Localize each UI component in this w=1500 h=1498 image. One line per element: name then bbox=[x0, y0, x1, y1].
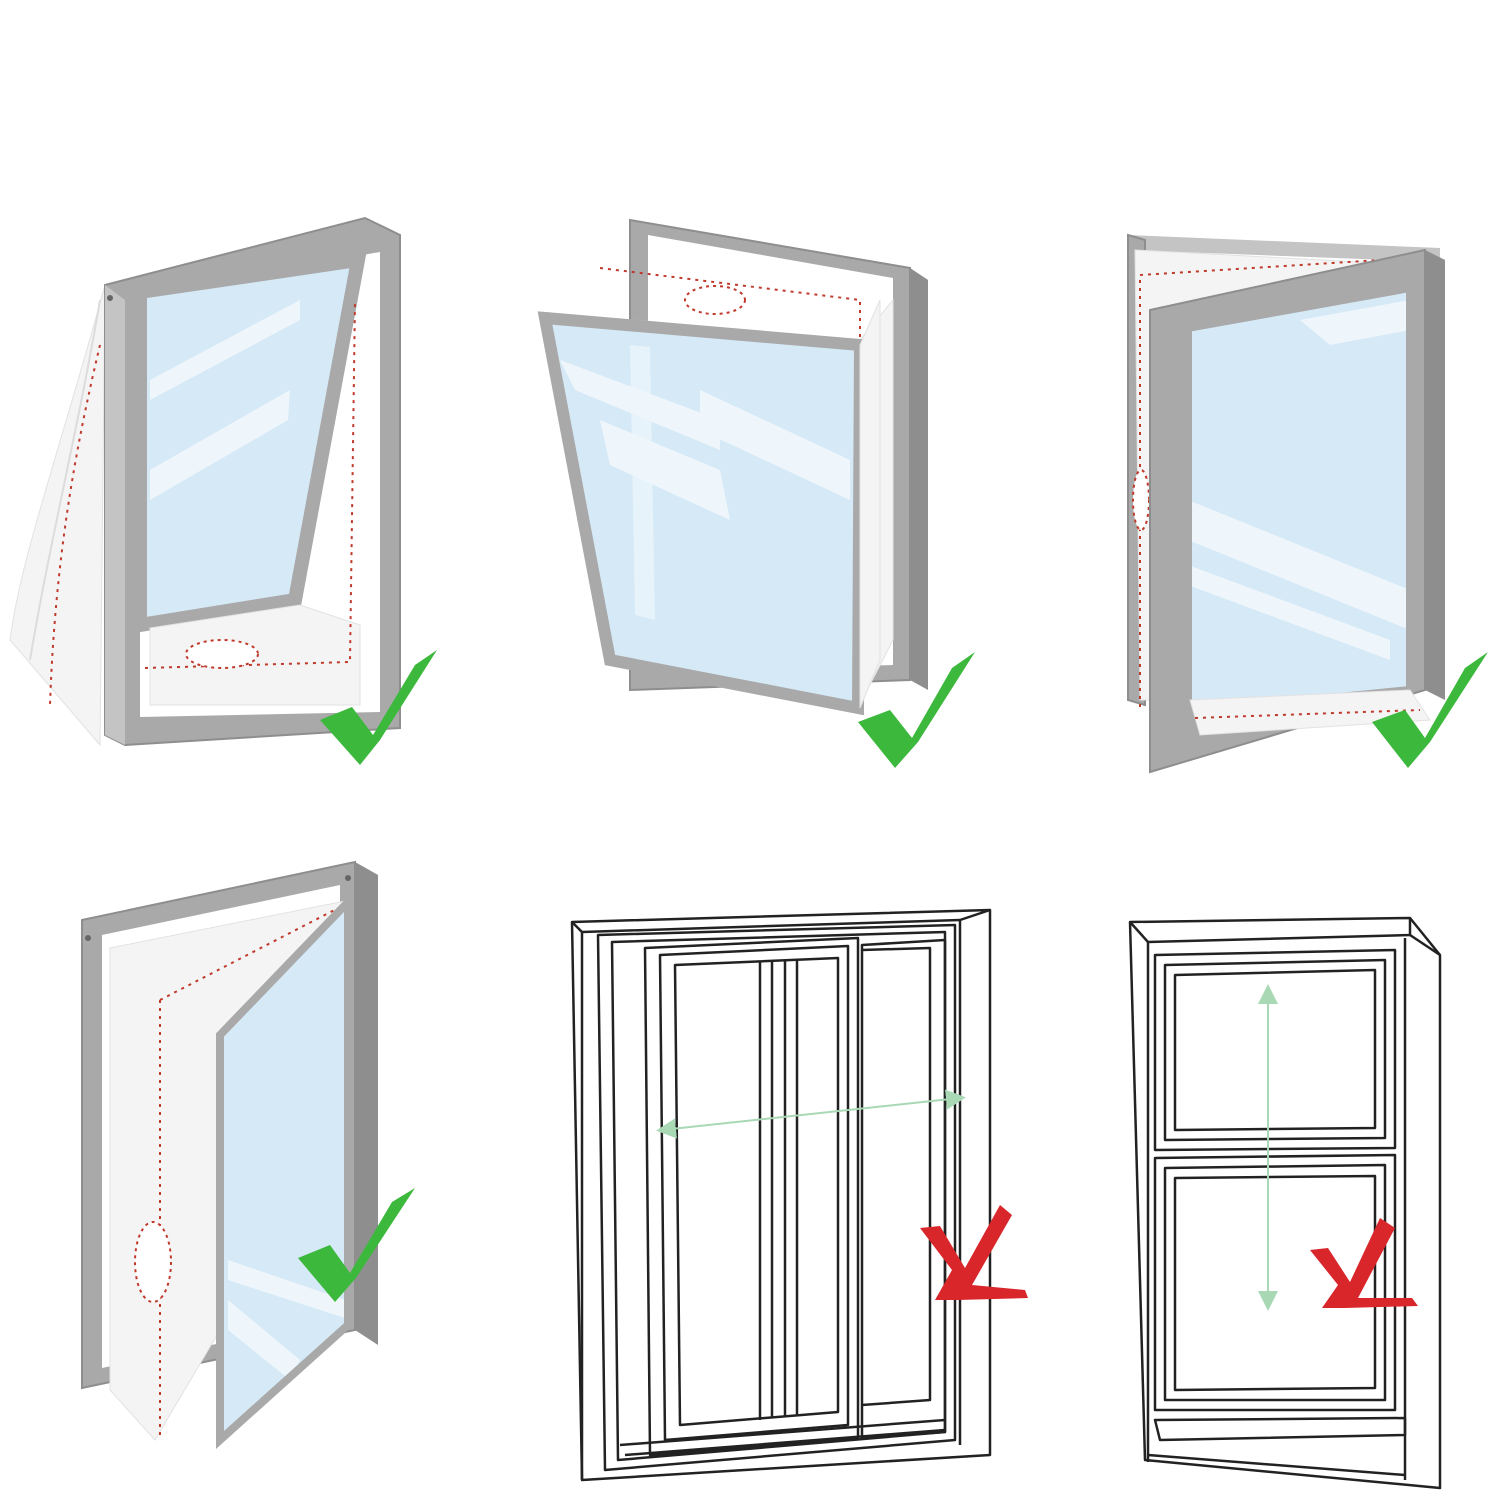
panel-vertical-sash-window bbox=[1128, 916, 1442, 1490]
panel-open-casement-window bbox=[81, 860, 378, 1449]
panel-horizontal-sliding-window bbox=[570, 908, 992, 1482]
panel-1-check-mark-icon bbox=[320, 650, 437, 765]
panel-5-cross-mark-icon bbox=[920, 1205, 1028, 1300]
panel-side-hung-casement-window bbox=[1127, 233, 1445, 774]
panel-top-hung-window bbox=[9, 216, 401, 747]
panel-4-check-mark-icon bbox=[298, 1188, 415, 1302]
horizontal-slide-arrow bbox=[656, 1089, 966, 1139]
panel-3-check-mark-icon bbox=[1372, 652, 1488, 768]
panel-6-cross-mark-icon bbox=[1310, 1218, 1418, 1308]
panel-2-check-mark-icon bbox=[858, 652, 975, 768]
panel-bottom-hung-tilt-window bbox=[537, 218, 928, 716]
